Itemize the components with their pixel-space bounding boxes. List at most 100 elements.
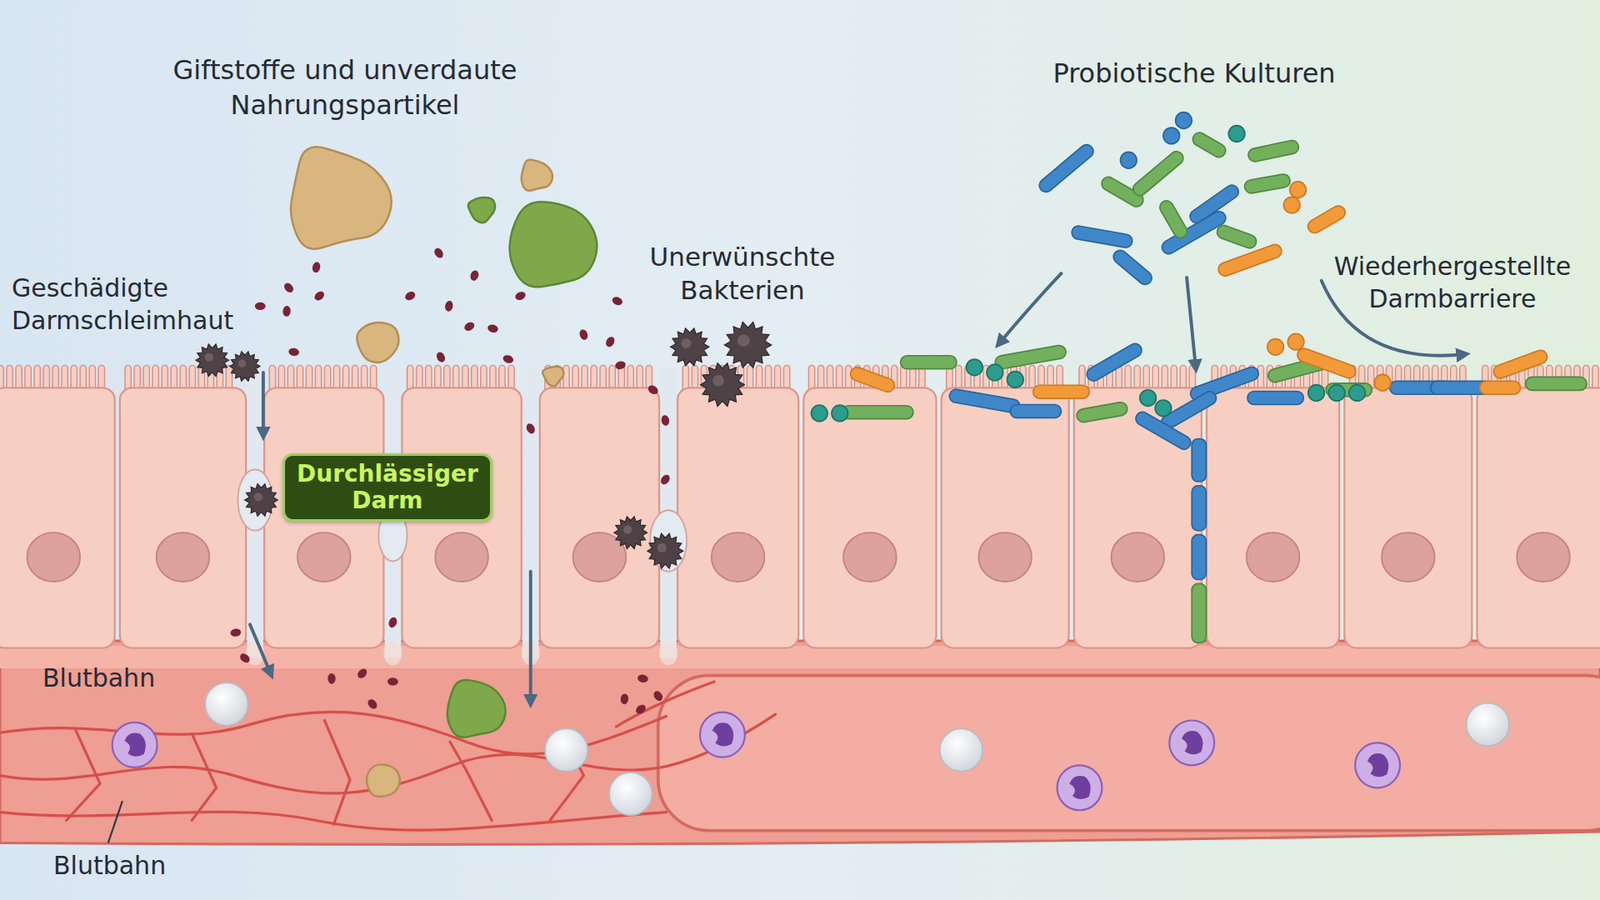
capillary <box>66 730 100 821</box>
basement-membrane <box>0 645 1600 669</box>
lymphocyte <box>700 712 745 758</box>
probiotic-coccus <box>810 405 828 422</box>
epithelial-cell <box>941 387 1070 648</box>
probiotic-chain <box>1191 535 1206 580</box>
bacterium <box>245 484 279 517</box>
flow-arrow <box>261 372 265 437</box>
cell-nucleus <box>711 532 765 582</box>
capillary <box>616 681 715 727</box>
probiotic-chain <box>1191 439 1206 482</box>
bacterium <box>724 321 771 368</box>
food-particle <box>510 201 598 287</box>
cell-nucleus <box>26 532 80 582</box>
annotation-label: Blutbahn <box>42 661 155 695</box>
capillary <box>191 733 216 820</box>
food-particle <box>290 146 392 249</box>
toxin-dot <box>432 246 445 260</box>
epithelial-cell <box>803 387 936 648</box>
probiotic-rod <box>1070 225 1134 249</box>
lymphocyte-nucleus <box>1069 775 1090 800</box>
cell-nucleus <box>978 532 1032 582</box>
toxin-dot <box>282 280 295 295</box>
toxin-dot <box>610 295 624 307</box>
probiotic-rod <box>848 365 896 395</box>
probiotic-coccus <box>1283 196 1300 214</box>
food-particle <box>366 765 400 797</box>
food-particle <box>447 680 506 738</box>
white-blood-cell <box>545 728 588 771</box>
probiotic-coccus <box>831 405 849 422</box>
junction-exit <box>383 640 402 665</box>
probiotic-coccus <box>1290 181 1307 199</box>
lymphocyte-nucleus <box>1367 753 1389 777</box>
bloodstream <box>0 640 1600 845</box>
lymphocyte <box>112 722 158 768</box>
bacterium <box>647 533 684 569</box>
epithelial-cell <box>540 387 660 648</box>
cell-nucleus <box>297 532 351 582</box>
probiotic-rod <box>900 355 957 370</box>
probiotic-rod <box>1075 401 1129 424</box>
lymphocyte <box>1169 720 1215 765</box>
probiotic-coccus <box>1308 385 1325 402</box>
toxin-dot <box>365 697 379 711</box>
epithelial-cell <box>0 387 115 648</box>
toxin-dot <box>403 290 417 302</box>
junction-exit <box>659 640 678 665</box>
toxin-dot <box>578 328 590 341</box>
bacterium-highlight <box>238 360 246 368</box>
cell-nucleus <box>843 532 897 582</box>
probiotic-rod <box>1247 139 1300 163</box>
probiotic-rod <box>994 344 1067 370</box>
bacterium <box>700 363 745 407</box>
food-particle <box>468 197 495 223</box>
probiotic-rod <box>1084 340 1145 384</box>
probiotic-coccus <box>986 364 1004 381</box>
flow-arrow <box>250 624 272 675</box>
annotation-label: Wiederhergestellte Darmbarriere <box>1315 250 1590 315</box>
cell-nucleus <box>435 532 489 582</box>
capillary <box>0 811 667 830</box>
bacterium-highlight <box>623 525 632 534</box>
bacterium <box>195 344 230 377</box>
lymphocyte-nucleus <box>712 722 734 746</box>
toxin-dot <box>288 347 300 357</box>
lymphocyte <box>1355 742 1400 788</box>
toxin-dot <box>660 414 671 426</box>
toxin-dot <box>230 628 242 638</box>
probiotic-rod <box>1243 173 1291 195</box>
toxin-dot <box>327 673 336 685</box>
bacterium <box>614 516 648 550</box>
bacterium <box>670 328 710 366</box>
bad-bacteria <box>195 321 772 569</box>
bacterium-highlight <box>657 543 667 553</box>
probiotic-rod <box>1295 346 1358 380</box>
cell-nucleus <box>1381 532 1435 582</box>
toxin-dot <box>651 689 665 703</box>
probiotic-rod <box>1215 223 1258 250</box>
leader-line <box>108 800 123 843</box>
cell-nucleus <box>1516 532 1570 582</box>
probiotic-chain <box>1191 583 1206 643</box>
probiotic-coccus <box>1267 339 1285 356</box>
capillary <box>450 741 492 820</box>
probiotic-coccus <box>1349 385 1366 402</box>
toxin-dot <box>435 350 447 365</box>
probiotic-coccus <box>1140 390 1157 407</box>
probiotic-rod <box>1010 405 1061 419</box>
epithelial-cell <box>677 387 799 648</box>
bacterium-highlight <box>737 334 750 347</box>
probiotic-coccus <box>1120 151 1137 169</box>
badge-text: Durchlässiger Darm <box>296 460 479 515</box>
epithelial-cell <box>1344 387 1472 648</box>
toxin-dot <box>646 383 660 396</box>
toxin-dot <box>255 302 266 310</box>
probiotic-chain <box>1191 485 1206 531</box>
annotation-label: Giftstoffe und unverdaute Nahrungspartik… <box>111 53 579 123</box>
toxin-dot <box>462 320 476 334</box>
probiotic-coccus <box>1175 112 1193 130</box>
epithelial-cell <box>1206 387 1340 648</box>
annotation-label: Geschädigte Darmschleimhaut <box>11 271 279 337</box>
